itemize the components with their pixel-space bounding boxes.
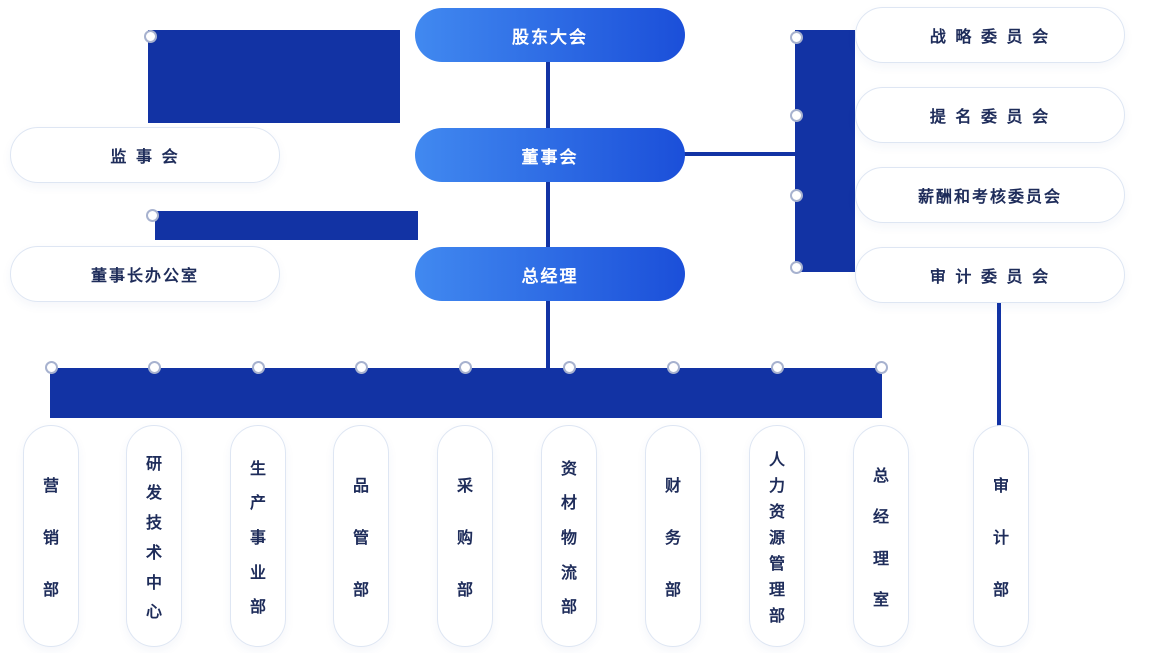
- node-dept-purchasing: 采购部: [437, 425, 493, 647]
- line-board-committees: [683, 152, 797, 156]
- vertical-char: 力: [768, 476, 785, 495]
- vertical-char: 物: [560, 527, 577, 547]
- vertical-char: 理: [768, 580, 785, 599]
- node-dept-materials-logistics: 资材物流部: [541, 425, 597, 647]
- node-dept-gm-office: 总经理室: [853, 425, 909, 647]
- line-gm-departments-bar: [546, 299, 550, 370]
- vertical-char: 研: [145, 453, 162, 473]
- connector-gm-chairman-office: [155, 211, 418, 240]
- vertical-char: 产: [249, 493, 266, 513]
- node-shareholders-meeting: 股东大会: [415, 8, 685, 62]
- node-dept-finance: 财务部: [645, 425, 701, 647]
- node-dept-quality-control: 品管部: [333, 425, 389, 647]
- vertical-char: 务: [664, 528, 681, 547]
- connector-gm-departments-bar: [50, 368, 882, 418]
- node-committee-strategy: 战 略 委 员 会: [855, 7, 1125, 63]
- node-committee-remuneration-assessment: 薪酬和考核委员会: [855, 167, 1125, 223]
- node-label: 股东大会: [512, 27, 588, 48]
- vertical-char: 总: [872, 465, 889, 485]
- vertical-char: 销: [42, 528, 59, 547]
- connector-dot: [459, 361, 472, 374]
- node-label: 薪酬和考核委员会: [917, 187, 1062, 206]
- node-committee-nomination: 提 名 委 员 会: [855, 87, 1125, 143]
- node-general-manager: 总经理: [415, 247, 685, 301]
- node-board-of-directors: 董事会: [415, 128, 685, 182]
- vertical-char: 营: [42, 476, 59, 495]
- vertical-char: 发: [145, 483, 162, 503]
- vertical-char: 理: [872, 548, 889, 568]
- vertical-char: 业: [249, 562, 266, 582]
- node-label: 董事长办公室: [90, 266, 199, 285]
- node-label: 董事会: [521, 147, 579, 168]
- connector-dot: [667, 361, 680, 374]
- vertical-char: 生: [249, 458, 266, 478]
- vertical-char: 流: [560, 562, 577, 582]
- node-supervisory-board: 监 事 会: [10, 127, 280, 183]
- vertical-char: 部: [249, 597, 266, 617]
- connector-dot: [771, 361, 784, 374]
- connector-dot: [563, 361, 576, 374]
- connector-dot: [252, 361, 265, 374]
- vertical-char: 部: [664, 580, 681, 599]
- connector-board-committees: [795, 30, 855, 272]
- node-dept-audit: 审计部: [973, 425, 1029, 647]
- node-dept-human-resources: 人力资源管理部: [749, 425, 805, 647]
- line-audit-committee-audit-dept: [997, 300, 1001, 427]
- vertical-char: 财: [664, 476, 681, 495]
- connector-dot: [790, 109, 803, 122]
- vertical-char: 部: [352, 580, 369, 599]
- vertical-char: 计: [992, 528, 1009, 547]
- connector-dot: [146, 209, 159, 222]
- node-label: 审 计 委 员 会: [929, 267, 1051, 286]
- vertical-char: 部: [42, 580, 59, 599]
- vertical-char: 心: [145, 602, 162, 622]
- vertical-char: 室: [872, 590, 889, 610]
- node-label: 监 事 会: [110, 147, 180, 166]
- vertical-char: 管: [768, 554, 785, 573]
- vertical-char: 部: [456, 580, 473, 599]
- node-label: 战 略 委 员 会: [929, 27, 1051, 46]
- connector-dot: [355, 361, 368, 374]
- vertical-char: 部: [768, 606, 785, 625]
- node-chairman-office: 董事长办公室: [10, 246, 280, 302]
- node-label: 总经理: [521, 266, 579, 287]
- vertical-char: 部: [560, 597, 577, 617]
- vertical-char: 部: [992, 580, 1009, 599]
- vertical-char: 技: [145, 513, 162, 533]
- vertical-char: 购: [456, 528, 473, 547]
- vertical-char: 审: [992, 476, 1009, 495]
- connector-dot: [875, 361, 888, 374]
- node-committee-audit: 审 计 委 员 会: [855, 247, 1125, 303]
- connector-dot: [790, 261, 803, 274]
- vertical-char: 人: [768, 450, 785, 469]
- vertical-char: 事: [249, 527, 266, 547]
- vertical-char: 源: [768, 528, 785, 547]
- connector-dot: [45, 361, 58, 374]
- connector-shareholders-supervisory: [148, 30, 400, 123]
- node-label: 提 名 委 员 会: [929, 107, 1051, 126]
- node-dept-marketing: 营销部: [23, 425, 79, 647]
- vertical-char: 管: [352, 528, 369, 547]
- vertical-char: 品: [352, 476, 369, 495]
- node-dept-rd-technology-center: 研发技术中心: [126, 425, 182, 647]
- connector-dot: [790, 31, 803, 44]
- vertical-char: 中: [145, 572, 162, 592]
- vertical-char: 资: [560, 458, 577, 478]
- connector-dot: [790, 189, 803, 202]
- vertical-char: 术: [145, 542, 162, 562]
- line-shareholders-board: [546, 60, 550, 130]
- connector-dot: [148, 361, 161, 374]
- node-dept-production-division: 生产事业部: [230, 425, 286, 647]
- vertical-char: 材: [560, 493, 577, 513]
- vertical-char: 经: [872, 507, 889, 527]
- vertical-char: 资: [768, 502, 785, 521]
- connector-dot: [144, 30, 157, 43]
- vertical-char: 采: [456, 476, 473, 495]
- line-board-gm: [546, 180, 550, 250]
